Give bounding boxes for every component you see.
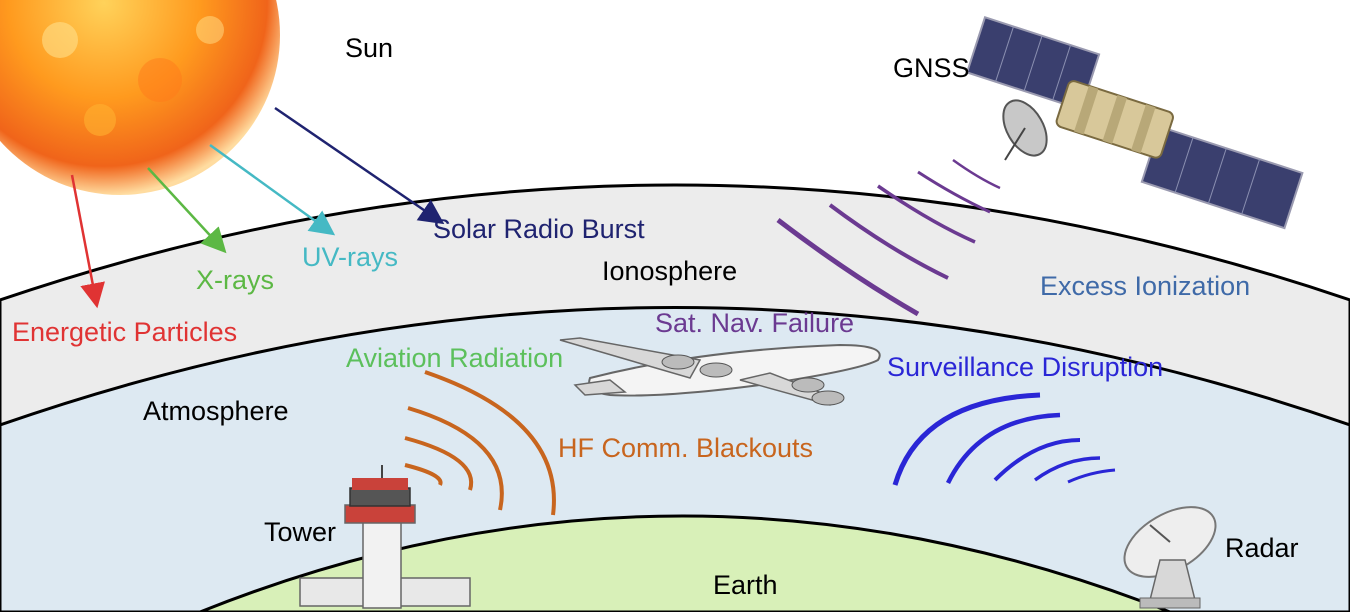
- aviation-radiation-label: Aviation Radiation: [346, 343, 564, 373]
- solar-radio-burst-label: Solar Radio Burst: [433, 214, 645, 244]
- uv-rays-label: UV-rays: [302, 242, 399, 272]
- satellite-icon: [965, 16, 1304, 230]
- surveillance-disruption-label: Surveillance Disruption: [887, 352, 1164, 382]
- control-tower-icon: [299, 465, 471, 609]
- tower-label: Tower: [264, 517, 337, 547]
- excess-ionization-label: Excess Ionization: [1040, 271, 1251, 301]
- hf-comm-blackouts-label: HF Comm. Blackouts: [558, 433, 814, 463]
- solar-radio-burst-arrow: [274, 106, 445, 225]
- atmosphere-layer: [0, 306, 1350, 612]
- atmosphere-label: Atmosphere: [143, 396, 289, 426]
- sat-nav-failure-label: Sat. Nav. Failure: [655, 308, 855, 338]
- gnss-label: GNSS: [893, 53, 970, 83]
- airplane-icon: [559, 337, 881, 406]
- energetic-particles-label: Energetic Particles: [12, 317, 238, 347]
- radar-dish-icon: [1123, 506, 1217, 609]
- x-rays-arrow: [147, 167, 227, 254]
- surveillance-waves: [892, 392, 1116, 486]
- sat-nav-failure-waves: [776, 158, 1001, 317]
- energetic-particles-arrow: [70, 174, 105, 309]
- hf-comm-waves: [404, 370, 556, 516]
- earth-label: Earth: [713, 570, 778, 600]
- radar-label: Radar: [1225, 533, 1299, 563]
- x-rays-label: X-rays: [196, 265, 275, 295]
- sun-label: Sun: [345, 33, 394, 63]
- ionosphere-label: Ionosphere: [602, 256, 738, 286]
- uv-rays-arrow: [209, 143, 336, 236]
